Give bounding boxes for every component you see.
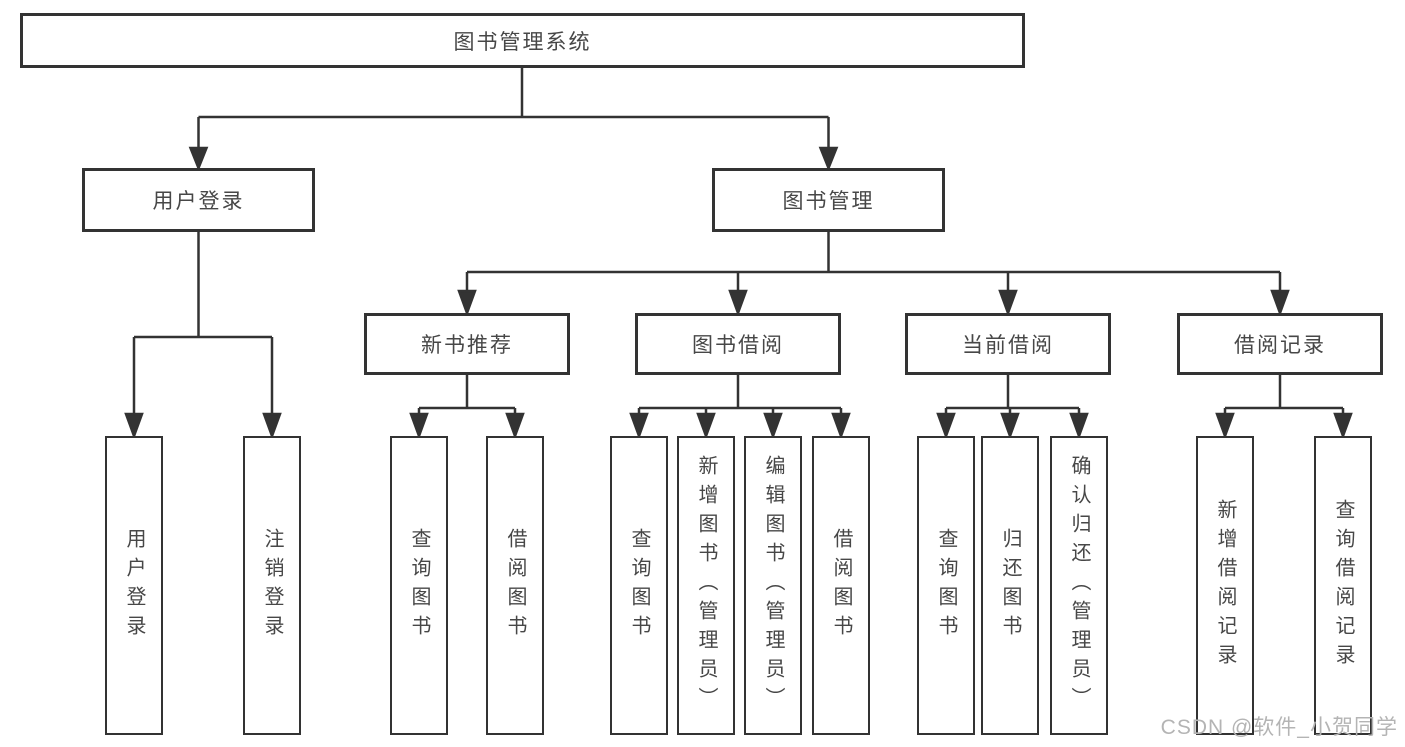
leaf-return-books: 归还图书 [981, 436, 1039, 735]
node-user-login: 用户登录 [82, 168, 315, 232]
node-book-borrow-label: 图书借阅 [692, 334, 784, 357]
node-current-borrow-label: 当前借阅 [962, 334, 1054, 357]
leaf-user-login-label: 用户登录 [123, 527, 145, 644]
node-book-borrow: 图书借阅 [635, 313, 841, 375]
leaf-query-books-recommend: 查询图书 [390, 436, 448, 735]
leaf-edit-books-admin-label: 编辑图书（管理员） [762, 455, 784, 716]
leaf-borrow-books-recommend-label: 借阅图书 [504, 527, 526, 644]
node-new-book-recommend: 新书推荐 [364, 313, 570, 375]
leaf-borrow-books: 借阅图书 [812, 436, 870, 735]
leaf-logout-label: 注销登录 [261, 527, 283, 644]
node-borrow-records-label: 借阅记录 [1234, 334, 1326, 357]
leaf-query-borrow-record: 查询借阅记录 [1314, 436, 1372, 735]
node-user-login-label: 用户登录 [152, 190, 245, 213]
leaf-edit-books-admin: 编辑图书（管理员） [744, 436, 802, 735]
leaf-return-books-label: 归还图书 [999, 527, 1021, 644]
node-new-book-recommend-label: 新书推荐 [421, 334, 513, 357]
leaf-query-books-borrow-label: 查询图书 [628, 527, 650, 644]
node-borrow-records: 借阅记录 [1177, 313, 1383, 375]
leaf-query-borrow-record-label: 查询借阅记录 [1332, 498, 1354, 673]
leaf-query-books-borrow: 查询图书 [610, 436, 668, 735]
leaf-add-borrow-record: 新增借阅记录 [1196, 436, 1254, 735]
leaf-query-books-current: 查询图书 [917, 436, 975, 735]
leaf-add-books-admin: 新增图书（管理员） [677, 436, 735, 735]
leaf-confirm-return-admin-label: 确认归还（管理员） [1068, 455, 1090, 716]
leaf-confirm-return-admin: 确认归还（管理员） [1050, 436, 1108, 735]
node-root: 图书管理系统 [20, 13, 1025, 68]
node-book-management-label: 图书管理 [782, 190, 875, 213]
node-root-label: 图书管理系统 [453, 30, 592, 54]
leaf-borrow-books-recommend: 借阅图书 [486, 436, 544, 735]
leaf-logout: 注销登录 [243, 436, 301, 735]
leaf-user-login: 用户登录 [105, 436, 163, 735]
leaf-query-books-current-label: 查询图书 [935, 527, 957, 644]
node-current-borrow: 当前借阅 [905, 313, 1111, 375]
leaf-query-books-recommend-label: 查询图书 [408, 527, 430, 644]
node-book-management: 图书管理 [712, 168, 945, 232]
leaf-add-books-admin-label: 新增图书（管理员） [695, 455, 717, 716]
leaf-add-borrow-record-label: 新增借阅记录 [1214, 498, 1236, 673]
leaf-borrow-books-label: 借阅图书 [830, 527, 852, 644]
